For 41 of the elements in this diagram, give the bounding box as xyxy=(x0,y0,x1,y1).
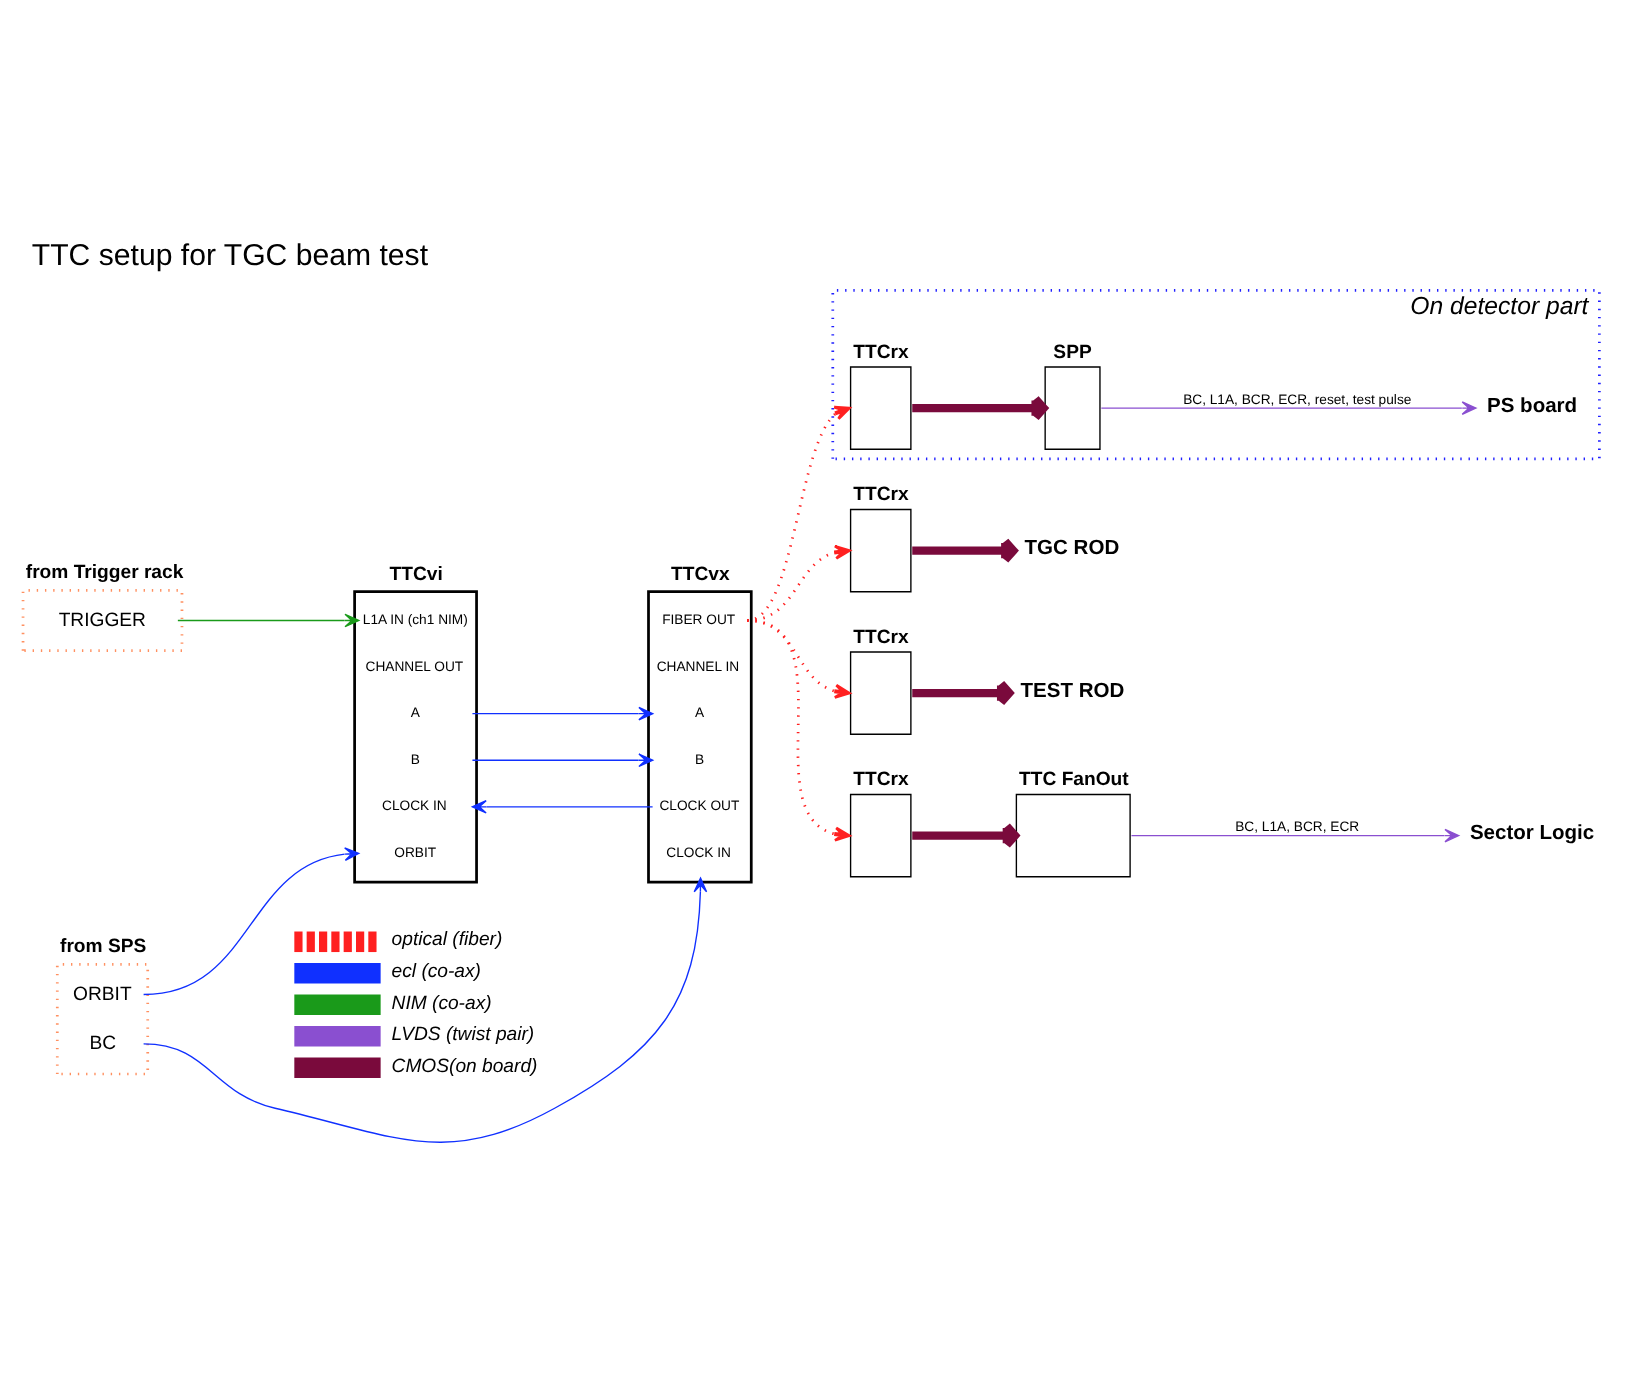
node-box xyxy=(1015,792,1131,877)
node-label: TTCrx xyxy=(853,768,909,791)
legend-label: CMOS(on board) xyxy=(391,1054,538,1077)
node-text: TEST ROD xyxy=(1020,679,1125,702)
arrow xyxy=(746,618,851,841)
arrow xyxy=(177,612,360,627)
node-text: TGC ROD xyxy=(1024,537,1120,560)
diagram-title: TTC setup for TGC beam test xyxy=(31,238,429,273)
node-box: ORBIT BC xyxy=(55,962,150,1075)
arrow xyxy=(912,536,1018,563)
node-box xyxy=(849,365,912,449)
node-label: TTCrx xyxy=(853,340,909,363)
legend-label: NIM (co-ax) xyxy=(391,991,492,1014)
node-label: TTC FanOut xyxy=(1019,768,1129,791)
node-label: TTCvx xyxy=(671,562,730,585)
arrow xyxy=(912,678,1014,706)
node-label: from Trigger rack xyxy=(25,561,184,584)
node-box xyxy=(849,650,912,734)
node-label: SPP xyxy=(1053,340,1092,363)
legend-label: ecl (co-ax) xyxy=(391,959,482,982)
node-label: TTCvi xyxy=(389,562,443,585)
arrow xyxy=(471,798,654,813)
node-box xyxy=(849,792,912,877)
node-box xyxy=(849,507,912,592)
legend-label: optical (fiber) xyxy=(391,928,503,951)
node-box xyxy=(1044,365,1101,449)
arrow xyxy=(471,705,654,720)
arrow xyxy=(142,876,708,1142)
node-label: TTCrx xyxy=(853,483,909,506)
node-box: TRIGGER xyxy=(21,587,184,651)
node-label: TTCrx xyxy=(853,625,909,648)
arrow xyxy=(1130,827,1460,842)
arrow xyxy=(142,846,360,995)
arrow xyxy=(1100,400,1477,414)
arrow xyxy=(912,393,1048,421)
arrow xyxy=(471,752,654,767)
arrow xyxy=(912,821,1020,848)
node-label: from SPS xyxy=(60,935,147,958)
node-text: Sector Logic xyxy=(1469,822,1595,845)
legend-label: LVDS (twist pair) xyxy=(391,1023,535,1046)
node-text: PS board xyxy=(1487,394,1578,417)
